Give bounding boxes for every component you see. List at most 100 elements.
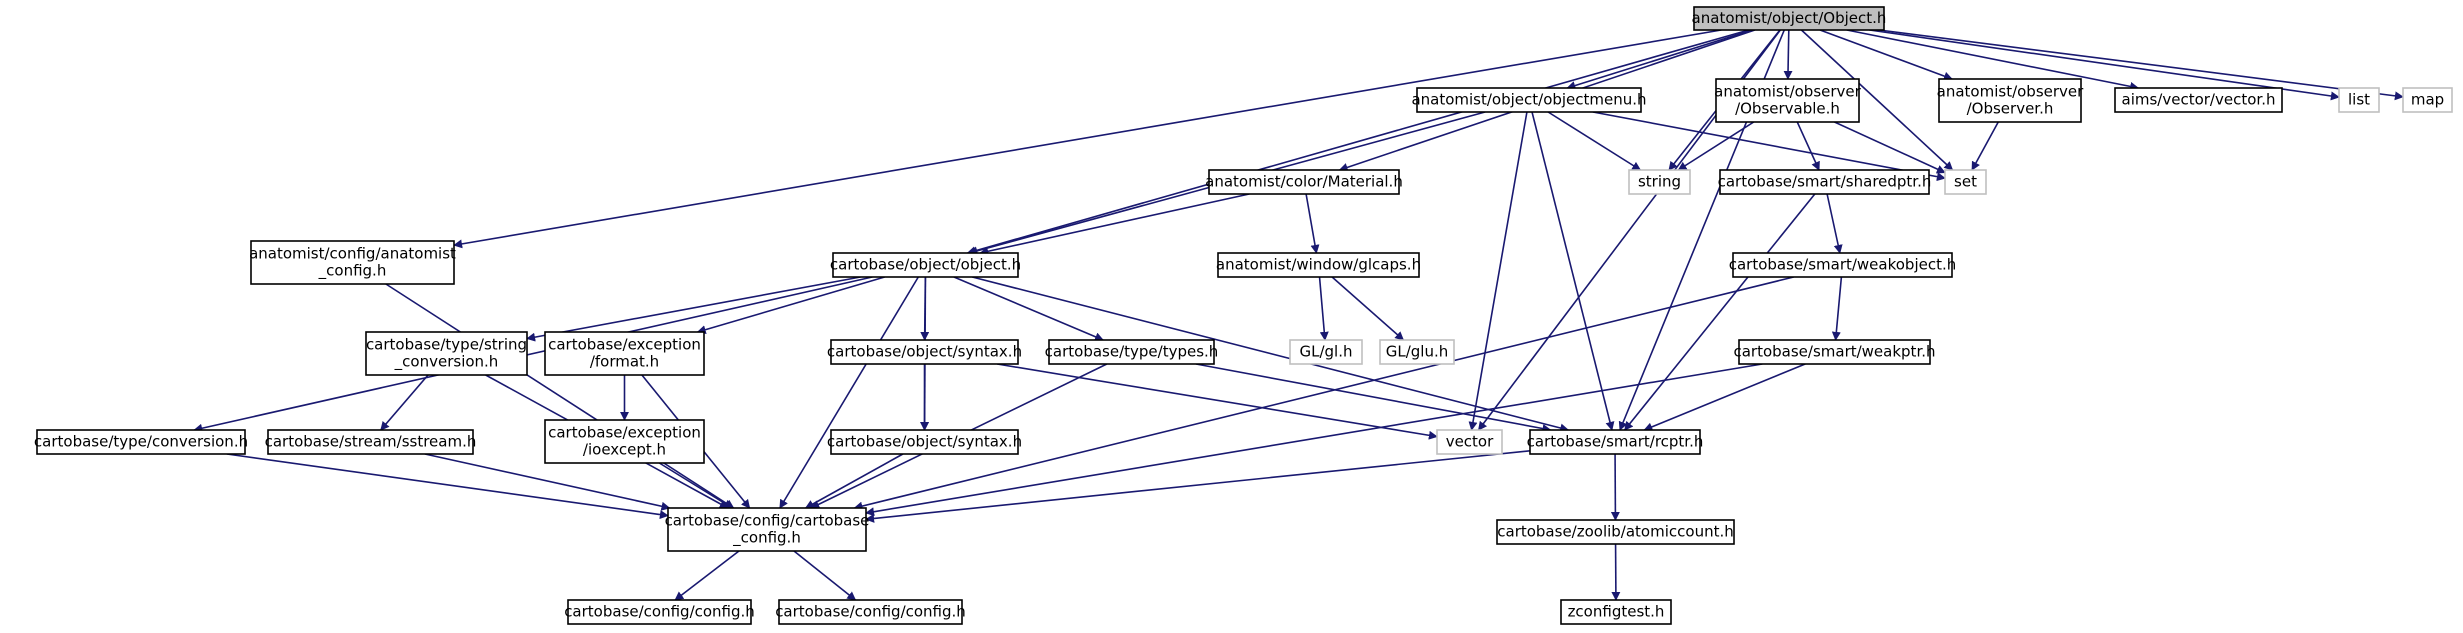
edge-n26-to-n27 <box>1826 193 1843 254</box>
node-material-h[interactable]: anatomist/color/Material.h <box>1205 169 1403 195</box>
edge-n0-to-n22 <box>1566 29 1753 90</box>
node-label: cartobase/type/types.h <box>1045 343 1219 361</box>
node-label-line-2: /Observer.h <box>1967 100 2054 118</box>
node-sstream-h[interactable]: cartobase/stream/sstream.h <box>265 429 477 455</box>
edge-n27-to-n2 <box>853 276 1794 511</box>
node-label-line-1: cartobase/exception <box>548 336 701 354</box>
edge-n5-to-n11 <box>920 276 930 341</box>
node-sharedptr-h[interactable]: cartobase/smart/sharedptr.h <box>1718 169 1932 195</box>
node-syntax-h-upper[interactable]: cartobase/object/syntax.h <box>827 339 1022 365</box>
edge-n29-to-n24 <box>1971 121 1999 171</box>
edge-n0-to-n5 <box>966 29 1749 256</box>
edge-n28-to-n15 <box>1643 363 1806 432</box>
edge-n12-to-n2 <box>804 453 904 509</box>
node-vector-std[interactable]: vector <box>1436 429 1503 455</box>
edge-n19-to-n20 <box>1318 276 1329 341</box>
node-label: string <box>1638 173 1681 191</box>
node-weakptr-h[interactable]: cartobase/smart/weakptr.h <box>1733 339 1936 365</box>
node-object-object-h[interactable]: cartobase/object/object.h <box>830 252 1021 278</box>
node-string-std[interactable]: string <box>1628 169 1691 195</box>
node-label: cartobase/smart/weakobject.h <box>1729 256 1957 274</box>
node-atomiccount-h[interactable]: cartobase/zoolib/atomiccount.h <box>1496 519 1735 545</box>
node-set-std[interactable]: set <box>1944 169 1987 195</box>
edge-n27-to-n28 <box>1831 276 1843 341</box>
node-types-h[interactable]: cartobase/type/types.h <box>1045 339 1219 365</box>
edge-n18-to-n19 <box>1305 193 1320 254</box>
edge-n8-to-n2 <box>226 453 669 519</box>
node-observer-h[interactable]: anatomist/observer /Observer.h <box>1937 78 2084 123</box>
edge-n5-to-n9 <box>696 276 885 335</box>
edge-n25-to-n23 <box>1677 121 1755 171</box>
node-label: zconfigtest.h <box>1568 603 1665 621</box>
node-label-line-2: /Observable.h <box>1735 100 1840 118</box>
node-weakobject-h[interactable]: cartobase/smart/weakobject.h <box>1729 252 1957 278</box>
node-label-line-1: anatomist/observer <box>1714 83 1861 101</box>
node-label-line-2: _conversion.h <box>394 353 499 372</box>
edge-n5-to-n15 <box>972 276 1570 433</box>
edge-n25-to-n24 <box>1834 121 1946 174</box>
edge-n5-to-n6 <box>526 276 861 342</box>
node-label: cartobase/smart/weakptr.h <box>1733 343 1935 361</box>
edge-n5-to-n14 <box>953 276 1104 341</box>
node-syntax-h-lower[interactable]: cartobase/object/syntax.h <box>827 429 1022 455</box>
edge-n10-to-n2 <box>658 462 733 509</box>
node-label: cartobase/object/object.h <box>830 256 1021 274</box>
node-label: aims/vector/vector.h <box>2122 91 2276 109</box>
edge-n0-to-n31 <box>1869 29 2340 101</box>
edge-n26-to-n15 <box>1624 193 1816 431</box>
node-label-line-1: anatomist/config/anatomist <box>249 245 456 263</box>
edge-n14-to-n15 <box>1195 363 1552 433</box>
edge-n25-to-n26 <box>1796 121 1820 171</box>
edge-n7-to-n2 <box>424 453 671 511</box>
node-map-std[interactable]: map <box>2402 87 2453 113</box>
node-label: anatomist/color/Material.h <box>1205 173 1403 191</box>
node-glcaps-h[interactable]: anatomist/window/glcaps.h <box>1216 252 1421 278</box>
node-glu-h[interactable]: GL/glu.h <box>1379 339 1455 365</box>
edge-n0-to-n29 <box>1819 29 1953 81</box>
edge-n19-to-n21 <box>1331 276 1405 341</box>
edge-n22-to-n13 <box>1468 111 1528 431</box>
edge-n0-to-n30 <box>1846 29 2140 91</box>
node-label: map <box>2411 91 2444 109</box>
node-anatomist-config-h[interactable]: anatomist/config/anatomist _config.h <box>249 240 456 285</box>
node-label: set <box>1954 173 1977 191</box>
node-label: list <box>2348 91 2370 109</box>
node-label: cartobase/type/conversion.h <box>34 433 248 451</box>
edge-n6-to-n7 <box>380 374 429 431</box>
node-root-object-h[interactable]: anatomist/object/Object.h <box>1692 6 1887 31</box>
node-cartobase-config-h[interactable]: cartobase/config/cartobase _config.h <box>665 507 870 552</box>
edge-n22-to-n24 <box>1592 111 1946 182</box>
node-list-std[interactable]: list <box>2338 87 2380 113</box>
node-label: cartobase/config/config.h <box>564 603 755 621</box>
node-aims-vector-h[interactable]: aims/vector/vector.h <box>2114 87 2283 113</box>
node-conversion-h[interactable]: cartobase/type/conversion.h <box>34 429 248 455</box>
node-label: anatomist/object/Object.h <box>1692 9 1887 27</box>
node-label-line-2: _config.h <box>318 262 387 281</box>
node-objectmenu-h[interactable]: anatomist/object/objectmenu.h <box>1411 87 1647 113</box>
edge-n28-to-n2 <box>865 363 1763 517</box>
edge-n15-to-n2 <box>865 449 1531 523</box>
edge-n22-to-n15 <box>1531 111 1615 431</box>
node-label-line-1: anatomist/observer <box>1937 83 2084 101</box>
edge-n0-to-n32 <box>1878 29 2404 101</box>
node-label-line-2: _config.h <box>732 529 801 548</box>
node-exception-ioexcept-h[interactable]: cartobase/exception /ioexcept.h <box>544 419 705 464</box>
node-label: vector <box>1446 433 1494 451</box>
node-config-h-right[interactable]: cartobase/config/config.h <box>775 599 966 625</box>
node-string-conversion-h[interactable]: cartobase/type/string _conversion.h <box>365 331 528 376</box>
edge-n1-to-n2 <box>385 283 735 509</box>
node-gl-h[interactable]: GL/gl.h <box>1289 339 1363 365</box>
node-label-line-2: /format.h <box>590 353 659 371</box>
node-zconfigtest-h[interactable]: zconfigtest.h <box>1560 599 1672 625</box>
node-config-h-left[interactable]: cartobase/config/config.h <box>564 599 755 625</box>
node-label: cartobase/config/config.h <box>775 603 966 621</box>
edge-n2-to-n4 <box>793 550 857 601</box>
node-label: cartobase/stream/sstream.h <box>265 433 477 451</box>
node-exception-format-h[interactable]: cartobase/exception /format.h <box>544 331 705 376</box>
edge-n5-to-n8 <box>193 276 873 433</box>
node-label-line-1: cartobase/type/string <box>366 336 527 354</box>
node-observable-h[interactable]: anatomist/observer /Observable.h <box>1714 78 1862 123</box>
node-rcptr-h[interactable]: cartobase/smart/rcptr.h <box>1527 429 1704 455</box>
edge-n0-to-n25 <box>1783 29 1793 80</box>
node-label-line-2: /ioexcept.h <box>583 441 666 459</box>
